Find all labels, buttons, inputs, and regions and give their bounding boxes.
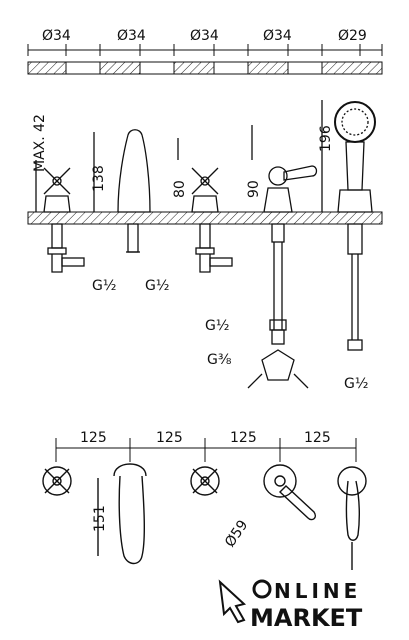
logo-line1: NLINE [274, 579, 361, 603]
deck-section [27, 211, 383, 225]
connection-label-hose-upper: G½ [205, 318, 229, 334]
diameter-label-5: Ø29 [338, 28, 367, 44]
spout [117, 129, 151, 253]
handle-height-label: 80 [172, 180, 188, 198]
lever-height-label: 90 [246, 180, 262, 198]
online-market-logo: NLINE MARKET [218, 579, 363, 632]
cross-handle-tap-middle [191, 167, 233, 273]
diverter-lever [247, 165, 318, 389]
top-plan-strip [27, 61, 383, 75]
hand-shower [334, 101, 376, 351]
diameter-label-3: Ø34 [190, 28, 219, 44]
diameter-label-1: Ø34 [42, 28, 71, 44]
diameter-label-2: Ø34 [117, 28, 146, 44]
connection-label-shower-right: G½ [344, 376, 368, 392]
spacing-label-2: 125 [156, 430, 183, 446]
max-height-label: MAX. 42 [32, 114, 48, 172]
connection-label-hose-lower: G⅜ [207, 352, 232, 368]
logo-o-icon [252, 579, 272, 599]
shower-height-label: 196 [318, 125, 334, 152]
diameter-label-4: Ø34 [263, 28, 292, 44]
spacing-dimensions: 125 125 125 125 [55, 430, 357, 462]
escutcheon-diameter-label: Ø59 [222, 517, 251, 550]
plan-cross-handle-left [42, 466, 72, 496]
spout-length-label: 151 [92, 505, 108, 532]
spacing-label-4: 125 [304, 430, 331, 446]
top-diameter-dimensions: Ø34 Ø34 Ø34 Ø34 Ø29 [27, 28, 383, 56]
spacing-label-3: 125 [230, 430, 257, 446]
plan-cross-handle-middle [190, 466, 220, 496]
spout-height-label: 138 [91, 165, 107, 192]
cursor-icon [218, 579, 247, 624]
plan-hand-shower [337, 466, 367, 570]
connection-label-left-1: G½ [92, 278, 116, 294]
cross-handle-tap-left [43, 167, 85, 273]
spacing-label-1: 125 [80, 430, 107, 446]
plan-spout [113, 463, 147, 565]
connection-label-left-2: G½ [145, 278, 169, 294]
plan-diverter-lever [263, 464, 317, 521]
logo-line2: MARKET [250, 604, 363, 632]
